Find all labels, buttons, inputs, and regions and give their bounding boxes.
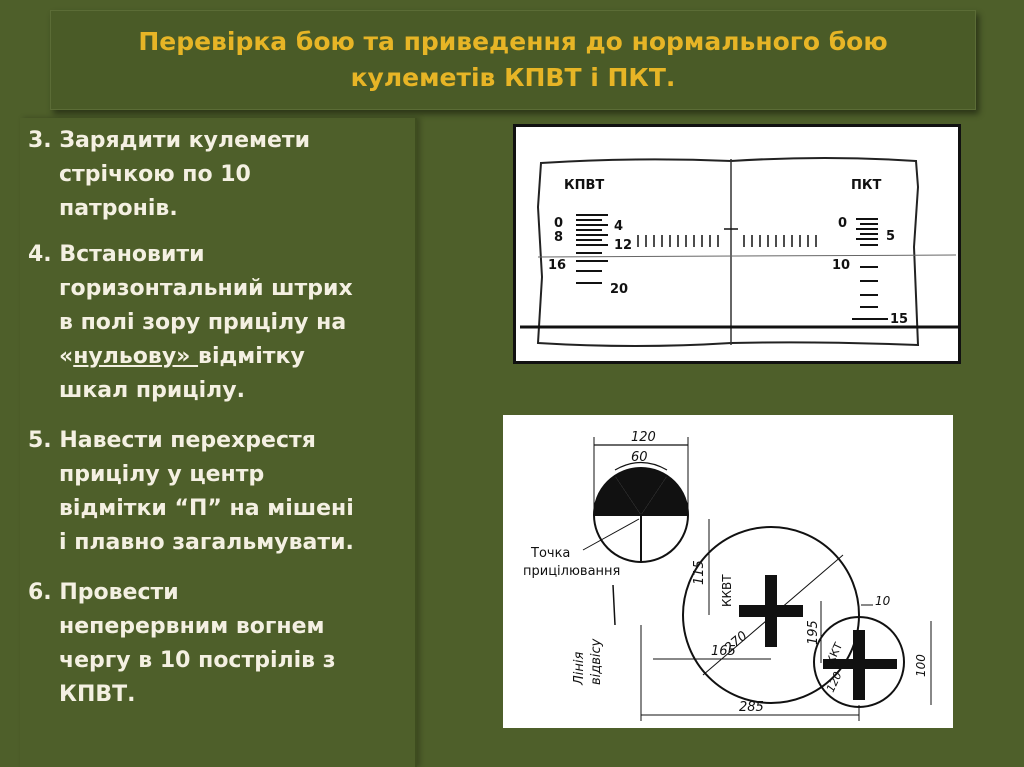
right-scale-ticks [852,218,888,320]
pkt-label: ПКТ [851,178,882,193]
step-3-line-1: 3. Зарядити кулемети [28,128,311,153]
dim-285: 285 [739,700,764,715]
step-4: 4. Встановити горизонтальний штрих в пол… [28,238,413,408]
steps-panel: 3. Зарядити кулемети стрічкою по 10 патр… [20,118,417,767]
line-label-1: Лінія [572,652,587,686]
dim-60-arc [614,461,668,471]
step-4-line-1: 4. Встановити [28,242,205,267]
line-label-2: відвісу [589,638,604,685]
center-ruler [637,228,817,247]
kkvt-label: ККВТ [720,574,734,607]
step-6-line-2: неперервним вогнем [59,614,325,639]
dim-165: 165 [711,644,736,659]
aim-sector-left [594,476,641,515]
sight-scale-figure: КПВТ ПКТ 0 4 8 12 16 20 [513,124,961,364]
step-6: 6. Провести неперервним вогнем чергу в 1… [28,576,413,712]
step-4-line-2: горизонтальний штрих [59,276,353,301]
right-mark-0: 0 [838,216,847,231]
step-5: 5. Навести перехрестя прицілу у центр ві… [28,424,413,560]
step-5-line-1: 5. Навести перехрестя [28,428,316,453]
dim-top-outer: 120 [631,430,656,445]
step-3: 3. Зарядити кулемети стрічкою по 10 патр… [28,124,413,226]
step-4-line-3: в полі зору прицілу на [59,310,347,335]
step-4-line-4: «нульову» відмітку [28,340,413,374]
step-4-after: відмітку [198,344,305,369]
dim-100: 100 [914,654,928,677]
left-mark-4: 4 [614,219,623,234]
left-mark-12: 12 [614,238,632,253]
aim-sector-right [641,476,688,515]
slide-title-box: Перевірка бою та приведення до нормально… [50,10,976,110]
right-mark-10: 10 [832,258,850,273]
left-mark-8: 8 [554,230,563,245]
right-mark-15: 15 [890,312,908,327]
horizontal-thin-line [537,254,957,258]
step-3-line-3: патронів. [59,196,178,221]
left-mark-0: 0 [554,216,563,231]
aim-label-1: Точка [530,546,570,561]
kkvt-circle [682,526,860,704]
right-mark-5: 5 [886,229,895,244]
step-6-line-4: КПВТ. [59,682,136,707]
left-mark-20: 20 [610,282,628,297]
slide-title-line-1: Перевірка бою та приведення до нормально… [138,27,888,56]
sight-scale-svg: КПВТ ПКТ 0 4 8 12 16 20 [520,157,958,347]
scale-frame [536,157,920,347]
aim-sector-top [615,468,667,515]
kpvt-label: КПВТ [564,178,604,193]
left-mark-16: 16 [548,258,566,273]
step-6-line-3: чергу в 10 пострілів з [59,648,336,673]
step-5-line-3: відмітки “П” на мішені [59,496,354,521]
left-scale-ticks [576,214,608,284]
step-5-line-2: прицілу у центр [59,462,265,487]
slide-title-line-2: кулеметів КПВТ і ПКТ. [350,63,676,92]
dim-120-small: 120 [824,670,845,695]
step-5-line-4: і плавно загальмувати. [59,530,354,555]
quote-open: « [59,344,74,369]
target-diagram-svg: 120 60 Точка прицілювання Лінія відвісу … [523,430,932,721]
dim-195: 195 [806,620,821,645]
dim-10: 10 [875,594,891,608]
step-6-line-1: 6. Провести [28,580,179,605]
underlined-word: нульову» [73,344,199,369]
step-4-line-5: шкал прицілу. [59,378,245,403]
step-3-line-2: стрічкою по 10 [59,162,251,187]
target-diagram-figure: 120 60 Точка прицілювання Лінія відвісу … [503,415,953,728]
dim-top-inner: 60 [631,450,648,465]
aim-label-2: прицілювання [523,564,620,579]
dim-115: 115 [692,560,707,585]
